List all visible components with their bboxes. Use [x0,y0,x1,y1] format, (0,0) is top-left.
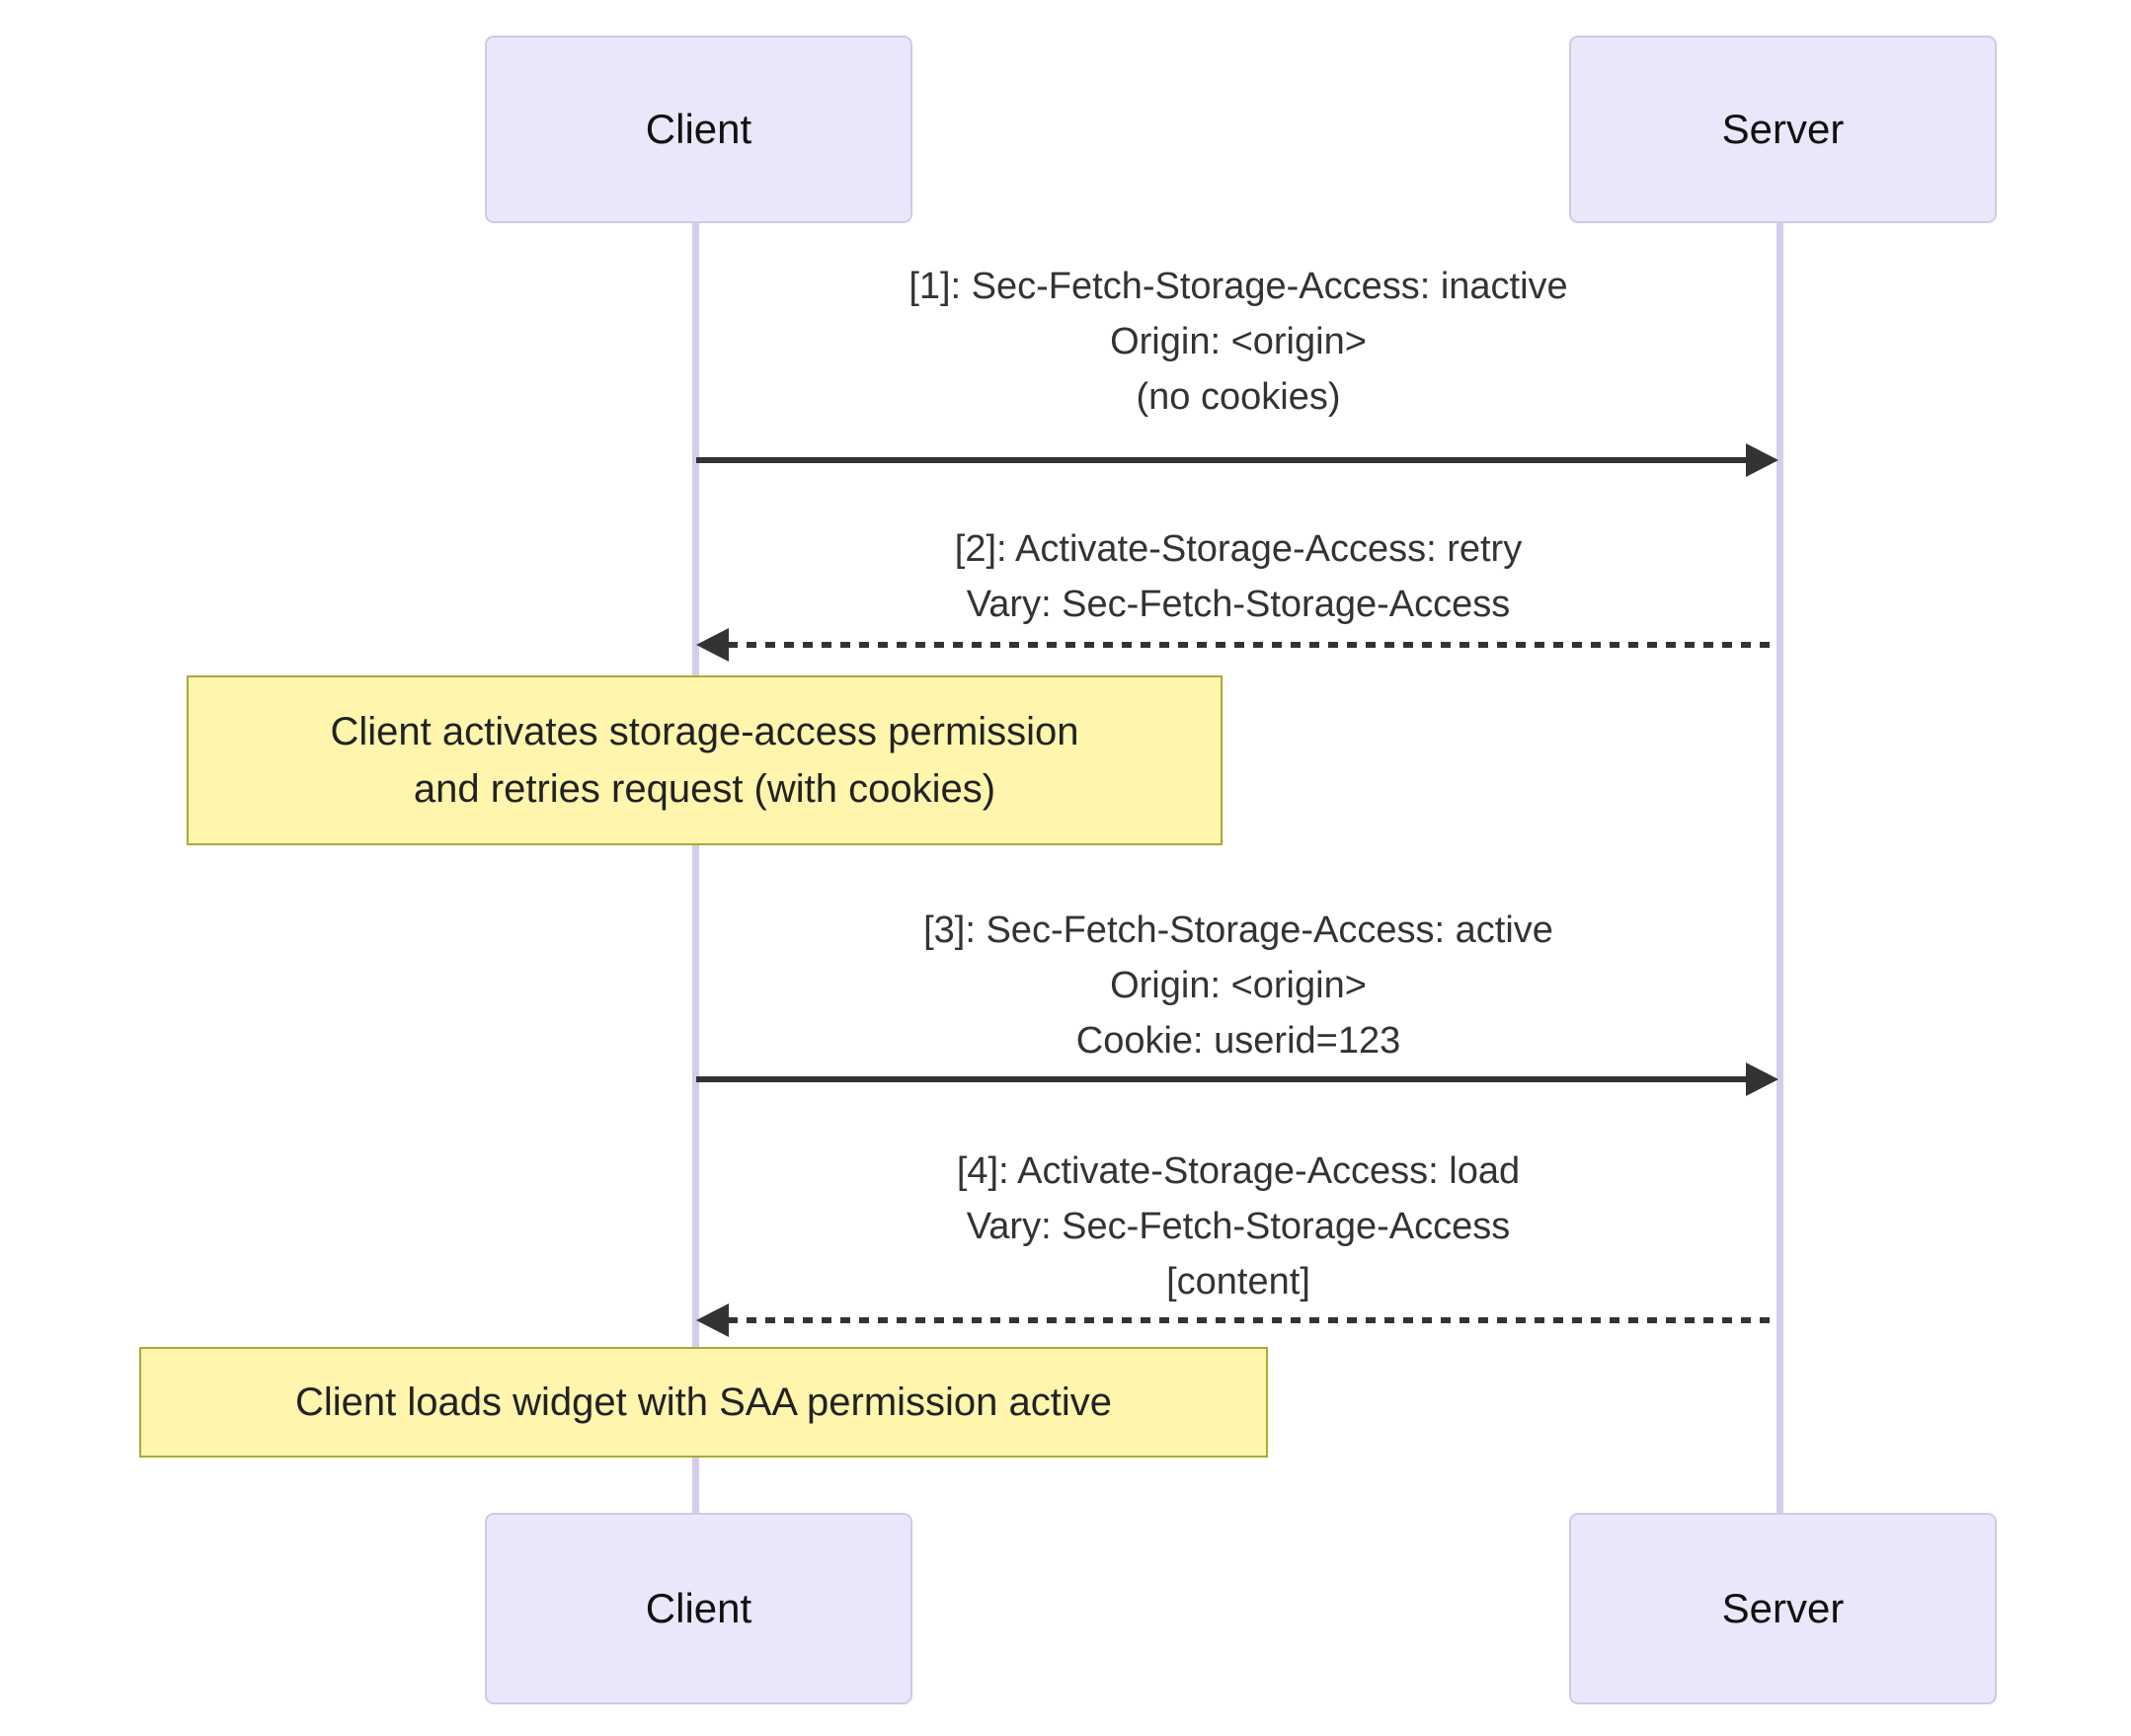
note-activate-permission: Client activates storage-access permissi… [187,675,1223,845]
message-3-arrow [696,1076,1747,1082]
message-line: [4]: Activate-Storage-Access: load [956,1150,1521,1192]
note-line: Client activates storage-access permissi… [330,710,1079,753]
message-line: Vary: Sec-Fetch-Storage-Access [966,584,1511,625]
actor-box-server-bottom: Server [1569,1513,1997,1704]
note-line: Client loads widget with SAA permission … [294,1381,1113,1424]
lifeline-client [692,223,699,1513]
actor-box-client-top: Client [485,36,912,223]
message-3-label: [3]: Sec-Fetch-Storage-Access: active Or… [695,903,1781,1068]
actor-box-server-top: Server [1569,36,1997,223]
actor-label-client: Client [645,106,752,152]
message-4-arrow [728,1317,1777,1323]
message-line: [3]: Sec-Fetch-Storage-Access: active [923,909,1553,951]
message-line: Origin: <origin> [1110,965,1367,1006]
message-2-arrow [728,642,1777,648]
message-line: Cookie: userid=123 [1075,1020,1401,1062]
message-line: [2]: Activate-Storage-Access: retry [954,528,1523,570]
actor-box-client-bottom: Client [485,1513,912,1704]
lifeline-server [1776,223,1783,1513]
note-line: and retries request (with cookies) [413,767,996,811]
message-line: (no cookies) [1136,376,1341,418]
actor-label-client: Client [645,1585,752,1631]
actor-label-server: Server [1721,106,1845,152]
message-2-label: [2]: Activate-Storage-Access: retry Vary… [695,521,1781,632]
message-line: Origin: <origin> [1110,321,1367,362]
arrowhead-left-icon [696,1303,729,1337]
message-1-arrow [696,457,1747,463]
message-line: [content] [1166,1261,1310,1302]
message-line: Vary: Sec-Fetch-Storage-Access [966,1206,1511,1247]
message-line: [1]: Sec-Fetch-Storage-Access: inactive [908,266,1568,307]
message-1-label: [1]: Sec-Fetch-Storage-Access: inactive … [695,259,1781,425]
actor-label-server: Server [1721,1585,1845,1631]
note-load-widget: Client loads widget with SAA permission … [139,1347,1268,1458]
arrowhead-left-icon [696,628,729,662]
arrowhead-right-icon [1746,443,1778,477]
arrowhead-right-icon [1746,1063,1778,1096]
message-4-label: [4]: Activate-Storage-Access: load Vary:… [695,1144,1781,1309]
